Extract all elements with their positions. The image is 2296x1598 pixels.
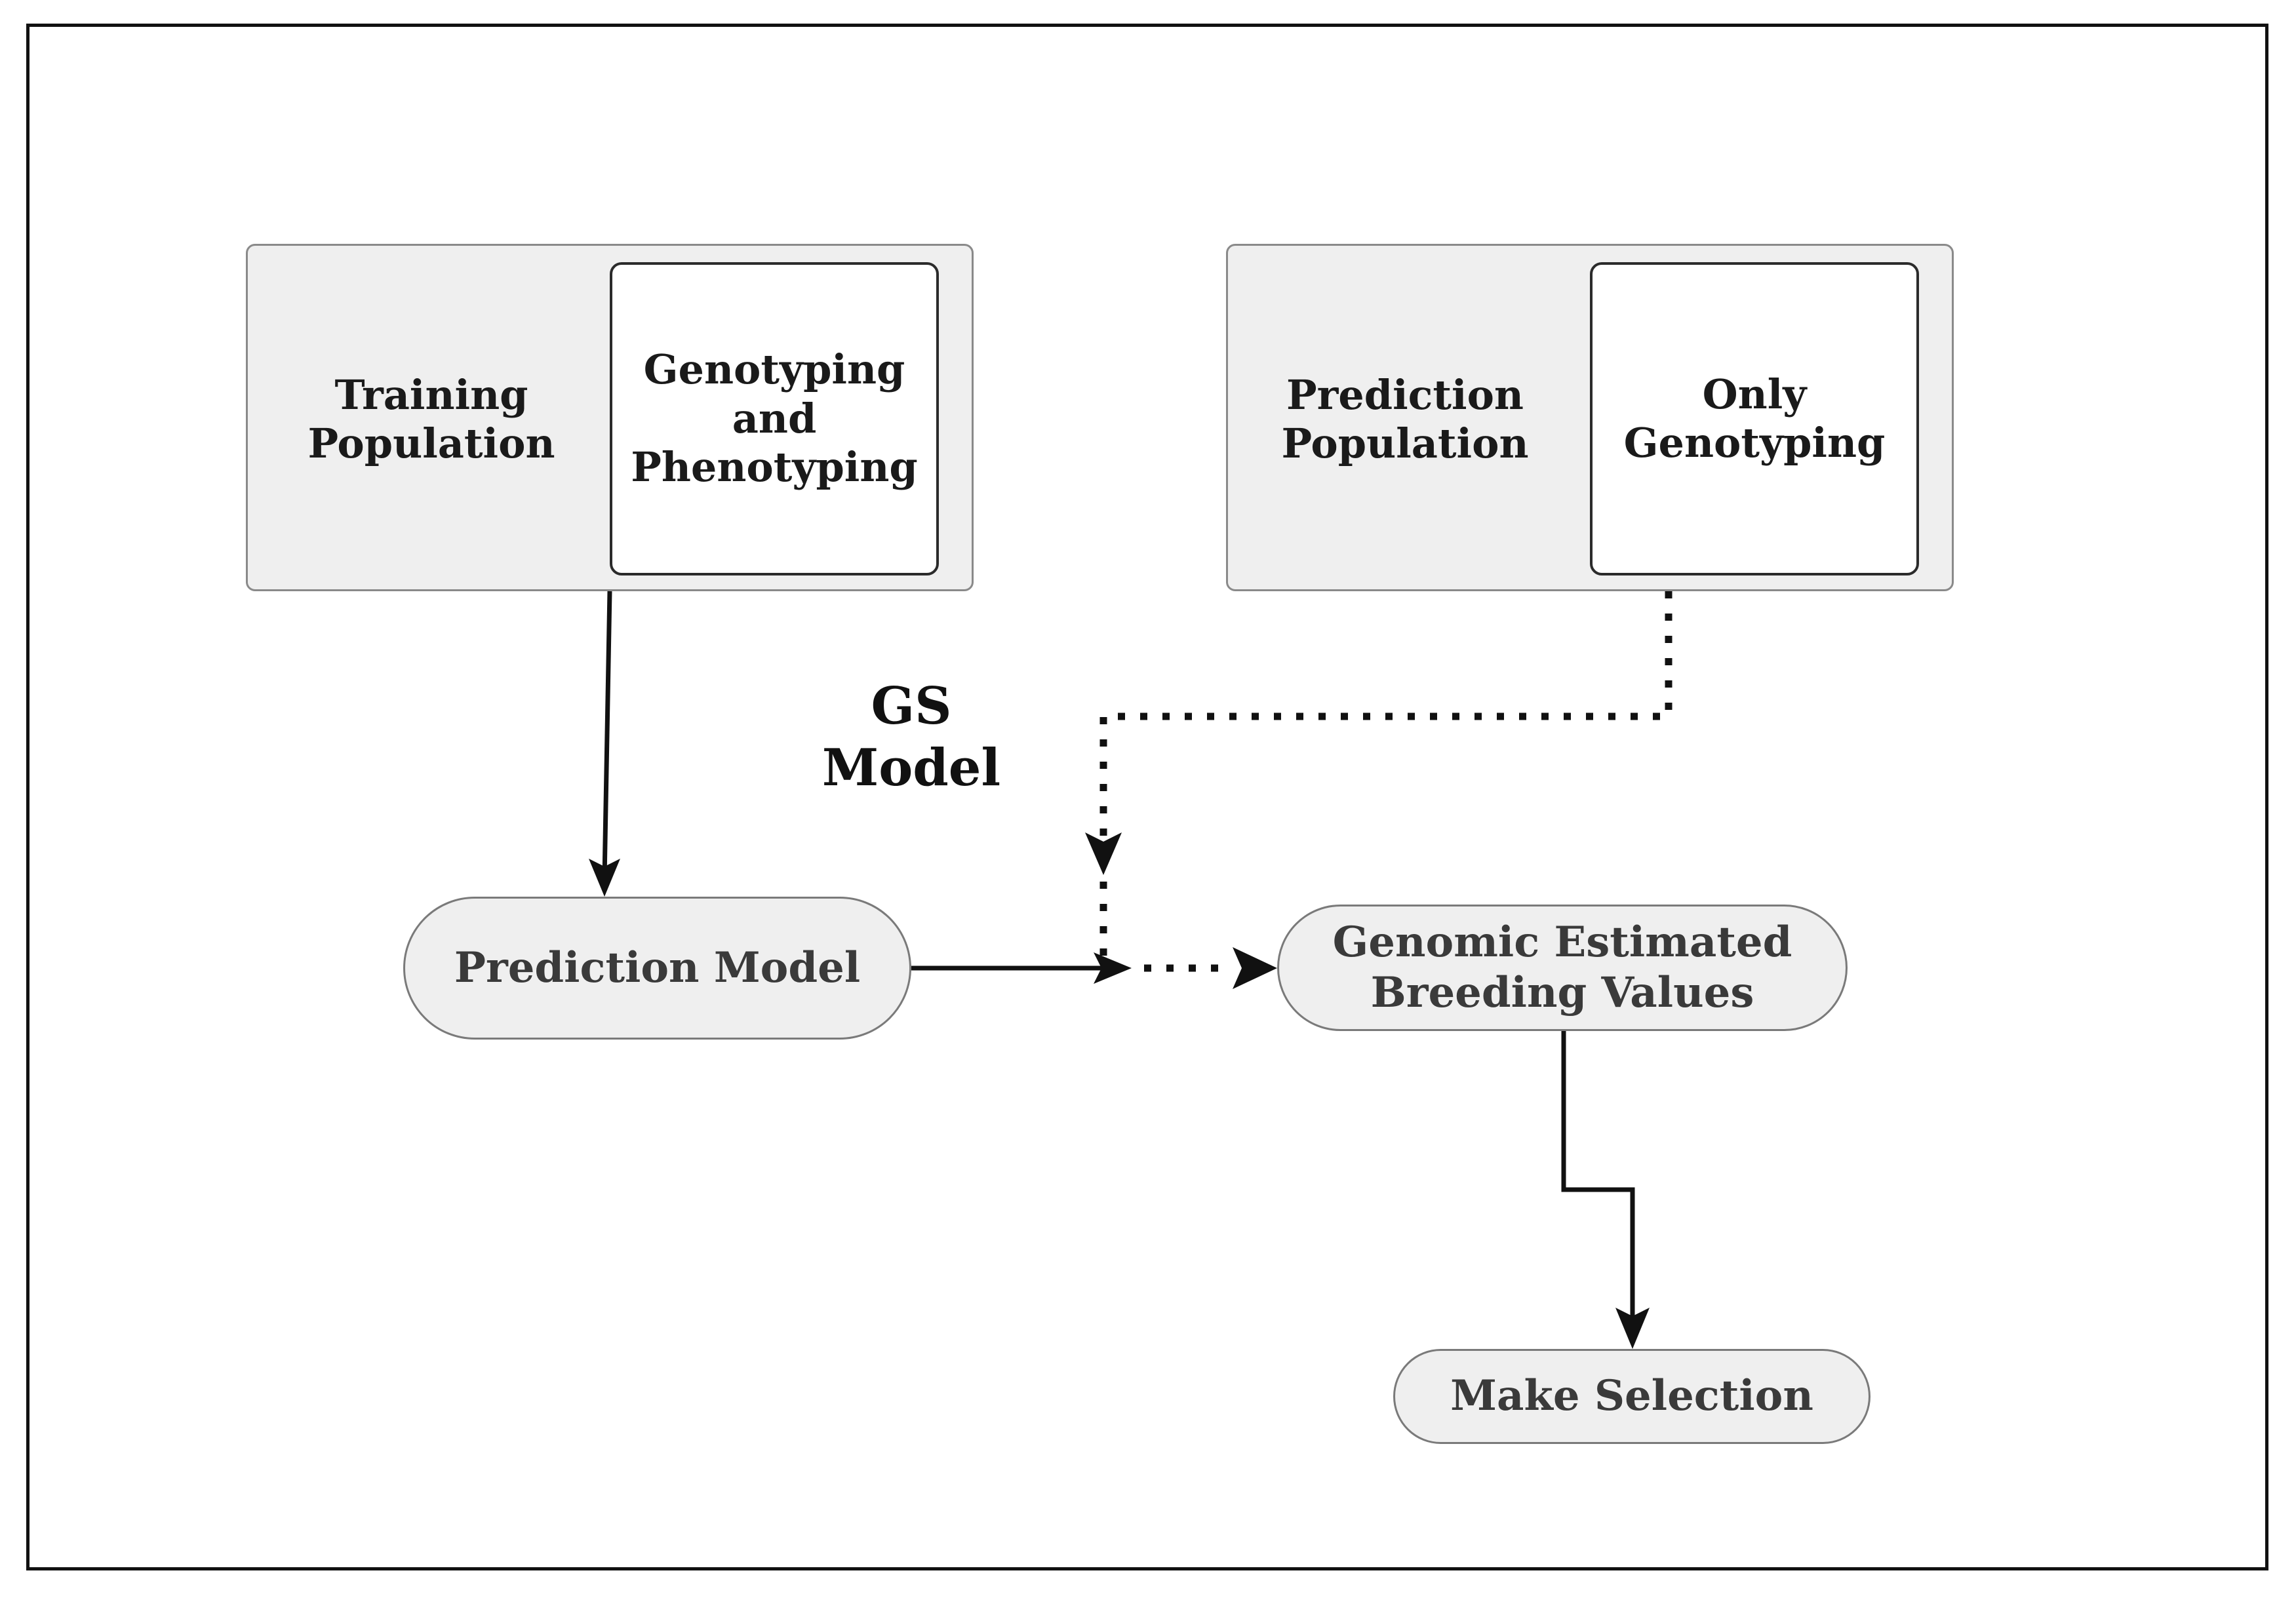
only-genotyping-box: Only Genotyping [1590,262,1919,575]
gebv-node: Genomic Estimated Breeding Values [1277,905,1848,1031]
arrow-gebv-to-selection [1561,1031,1635,1317]
only-genotyping-label: Only Genotyping [1623,370,1886,467]
arrowhead-training-to-model [589,859,620,897]
gebv-label: Genomic Estimated Breeding Values [1332,917,1792,1017]
genotyping-phenotyping-label: Genotyping and Phenotyping [631,345,918,492]
training-population-label: Training Population [307,370,555,467]
gs-model-label: GS Model [821,676,1001,798]
arrowhead-model-to-junction [1094,952,1132,984]
dotted-path-genotyping-to-junction [1099,591,1673,839]
arrow-training-to-model [602,591,612,879]
genotyping-phenotyping-box: Genotyping and Phenotyping [610,262,939,575]
prediction-model-label: Prediction Model [454,943,861,992]
make-selection-label: Make Selection [1450,1371,1813,1421]
diagram-frame [26,24,2268,1570]
prediction-population-label: Prediction Population [1281,370,1529,467]
arrowhead-gebv-to-selection [1615,1308,1650,1349]
arrowhead-genotyping-to-junction [1085,832,1122,875]
make-selection-node: Make Selection [1393,1349,1870,1444]
arrowhead-junction-to-gebv [1233,947,1277,989]
prediction-model-node: Prediction Model [403,897,911,1040]
